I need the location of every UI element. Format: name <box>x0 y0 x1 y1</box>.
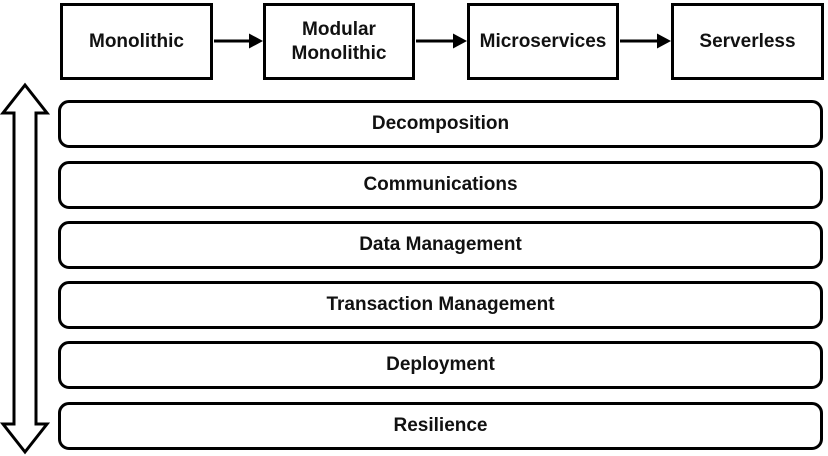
concern-label: Resilience <box>393 415 488 436</box>
stage-box-microservices: Microservices <box>467 3 619 80</box>
double-headed-vertical-arrow-icon <box>0 82 51 455</box>
stage-label: Serverless <box>699 30 796 52</box>
right-arrow-icon <box>620 33 671 49</box>
stage-box-modular-monolithic: Modular Monolithic <box>263 3 415 80</box>
concern-label: Transaction Management <box>326 294 555 315</box>
concern-label: Decomposition <box>371 113 510 134</box>
stage-box-serverless: Serverless <box>671 3 824 80</box>
concern-box-communications: Communications <box>58 161 823 209</box>
concern-label: Deployment <box>386 354 495 375</box>
stage-box-monolithic: Monolithic <box>60 3 213 80</box>
stage-label: Microservices <box>479 30 607 52</box>
concern-box-resilience: Resilience <box>58 402 823 450</box>
concern-label: Data Management <box>359 234 522 255</box>
concern-label: Communications <box>363 174 518 195</box>
concern-box-transaction-management: Transaction Management <box>58 281 823 329</box>
right-arrow-icon <box>214 33 263 49</box>
right-arrow-icon <box>416 33 467 49</box>
stage-label: Modular Monolithic <box>291 18 387 64</box>
stage-label: Monolithic <box>89 30 184 52</box>
concern-box-deployment: Deployment <box>58 341 823 389</box>
concern-box-decomposition: Decomposition <box>58 100 823 148</box>
concern-box-data-management: Data Management <box>58 221 823 269</box>
